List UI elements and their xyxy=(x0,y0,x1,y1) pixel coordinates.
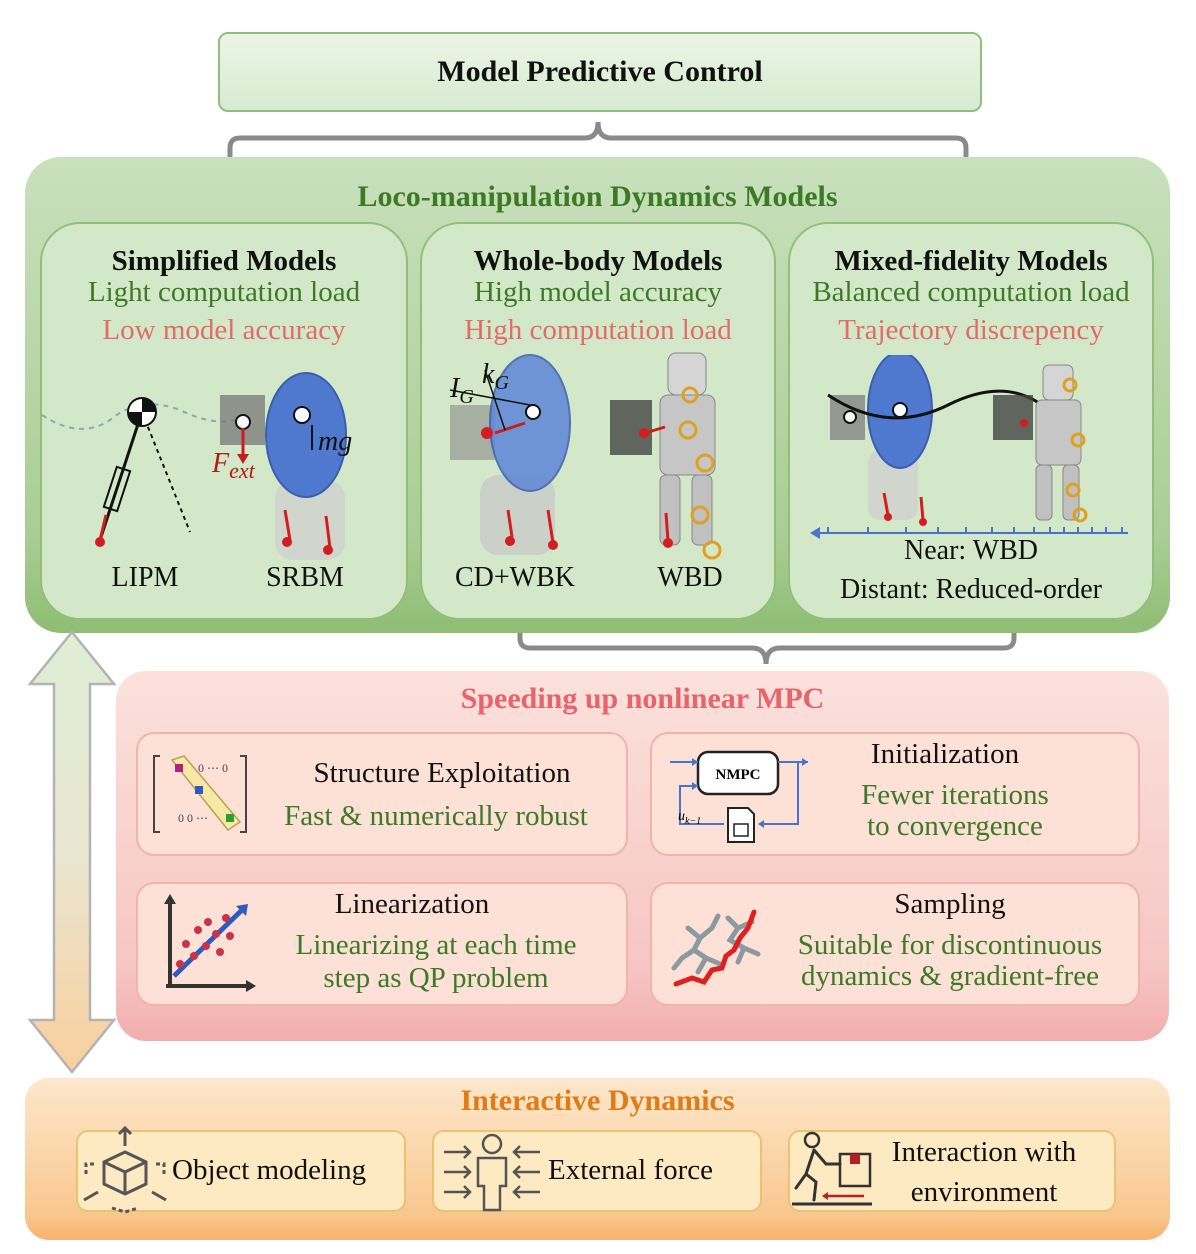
mpc-title-box: Model Predictive Control xyxy=(218,32,982,112)
wbd-label: WBD xyxy=(657,562,723,593)
object-modeling-label: Object modeling xyxy=(172,1154,367,1186)
prediction-timeline xyxy=(810,527,1128,539)
structure-exploitation-title: Structure Exploitation xyxy=(313,757,571,789)
nmpc-warmstart-icon: NMPC uk−1 xyxy=(670,750,808,843)
lipm-icon xyxy=(95,397,191,547)
whole-body-models-illustration: IG kG xyxy=(449,352,722,560)
momentum-symbol: kG xyxy=(482,359,509,394)
top-brace xyxy=(227,121,969,168)
middle-brace xyxy=(517,620,1017,665)
sampling-tree-icon xyxy=(671,909,761,987)
mixed-fidelity-models-title: Mixed-fidelity Models xyxy=(834,245,1108,277)
lipm-label: LIPM xyxy=(111,562,179,593)
mpc-title: Model Predictive Control xyxy=(437,55,763,88)
simplified-models-illustration: mg Fext xyxy=(41,372,352,560)
interaction-label-line1: Interaction with xyxy=(891,1136,1077,1168)
srbm-label: SRBM xyxy=(266,562,344,593)
linearization-icon xyxy=(164,894,256,992)
mixed-fidelity-illustration xyxy=(810,355,1128,539)
dynamics-models-title: Loco-manipulation Dynamics Models xyxy=(357,180,838,213)
mixed-fidelity-models-pro: Balanced computation load xyxy=(812,276,1130,308)
srbm-icon: mg Fext xyxy=(211,372,352,560)
whole-body-models-pro: High model accuracy xyxy=(473,276,722,308)
linearization-title: Linearization xyxy=(334,888,490,920)
object-modeling-icon xyxy=(83,1125,167,1214)
mixed-robot-icon xyxy=(993,364,1088,523)
external-force-label: External force xyxy=(548,1154,714,1186)
mg-symbol: mg xyxy=(318,426,352,457)
svg-text:0 0 ⋯: 0 0 ⋯ xyxy=(178,811,208,825)
u-label: uk−1 xyxy=(678,809,701,827)
initialization-desc-line1: Fewer iterations xyxy=(861,779,1049,811)
simplified-models-pro: Light computation load xyxy=(87,276,361,308)
sampling-card xyxy=(650,882,1140,1006)
simplified-models-con: Low model accuracy xyxy=(102,314,346,346)
sampling-desc-line1: Suitable for discontinuous xyxy=(797,929,1103,961)
bidirectional-arrow xyxy=(27,630,117,1074)
linearization-desc-line2: step as QP problem xyxy=(323,962,549,994)
interaction-environment-card xyxy=(788,1130,1116,1212)
pushing-box-icon xyxy=(792,1131,872,1206)
force-symbol: Fext xyxy=(211,448,256,483)
structure-exploitation-desc: Fast & numerically robust xyxy=(284,800,588,832)
sparse-matrix-icon: 0 ⋯ 0 0 0 ⋯ xyxy=(153,755,247,833)
near-wbd-label: Near: WBD xyxy=(904,535,1038,566)
structure-exploitation-card xyxy=(136,732,628,856)
sampling-title: Sampling xyxy=(894,888,1006,920)
wbd-robot-icon xyxy=(610,352,722,560)
distant-reduced-order-label: Distant: Reduced-order xyxy=(839,574,1103,605)
initialization-title: Initialization xyxy=(870,738,1020,770)
angular-momentum-symbol: IG xyxy=(449,373,474,408)
sampling-desc-line2: dynamics & gradient-free xyxy=(801,960,1099,992)
object-modeling-card xyxy=(76,1130,406,1212)
cd-wbk-label: CD+WBK xyxy=(454,562,575,593)
external-force-icon xyxy=(444,1133,540,1212)
whole-body-models-title: Whole-body Models xyxy=(473,245,723,277)
interaction-label-line2: environment xyxy=(910,1176,1058,1208)
reduced-order-body xyxy=(830,355,933,520)
whole-body-models-con: High computation load xyxy=(464,314,732,346)
svg-text:0 ⋯ 0: 0 ⋯ 0 xyxy=(198,761,228,775)
initialization-desc-line2: to convergence xyxy=(867,810,1043,842)
cd-wbk-icon: IG kG xyxy=(449,354,571,555)
external-force-card xyxy=(432,1130,762,1212)
mixed-fidelity-models-con: Trajectory discrepency xyxy=(838,314,1104,346)
speeding-up-title: Speeding up nonlinear MPC xyxy=(460,682,825,715)
interactive-dynamics-title: Interactive Dynamics xyxy=(460,1084,735,1117)
simplified-models-title: Simplified Models xyxy=(111,245,337,277)
linearization-desc-line1: Linearizing at each time xyxy=(295,929,577,961)
nmpc-box-label: NMPC xyxy=(716,767,761,783)
trajectory-curve xyxy=(827,389,1049,420)
